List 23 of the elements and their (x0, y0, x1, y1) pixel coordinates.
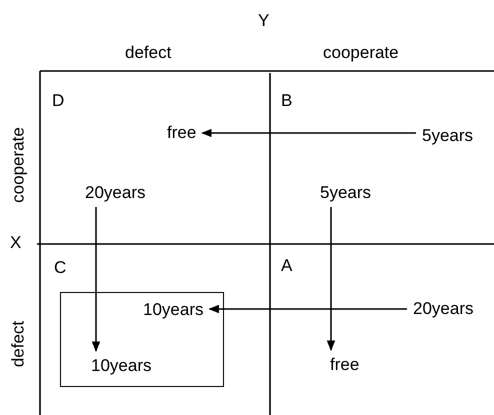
axis-letter: A (281, 257, 292, 274)
payoff-text: 10years (143, 301, 204, 318)
axis-letter: C (54, 259, 66, 276)
axis-letter: D (52, 92, 64, 109)
payoff-text: 10years (91, 357, 152, 374)
arrow (326, 207, 336, 352)
axis-letter: Y (258, 12, 270, 29)
payoff-text: 20years (85, 184, 146, 201)
arrow (208, 304, 407, 314)
axis-letter: X (10, 234, 22, 251)
axis-letter: B (281, 92, 292, 109)
arrow (201, 128, 416, 138)
payoff-text: 20years (413, 300, 474, 317)
payoff-text: free (330, 356, 360, 373)
row-header: defect (10, 320, 26, 368)
payoff-text: 5years (320, 184, 372, 201)
column-header: cooperate (323, 44, 399, 61)
payoff-text: 5years (422, 127, 474, 144)
highlight-box (60, 292, 224, 387)
column-header: defect (125, 44, 172, 61)
payoff-text: free (167, 124, 196, 141)
row-header: cooperate (10, 127, 26, 203)
arrow (92, 207, 100, 352)
